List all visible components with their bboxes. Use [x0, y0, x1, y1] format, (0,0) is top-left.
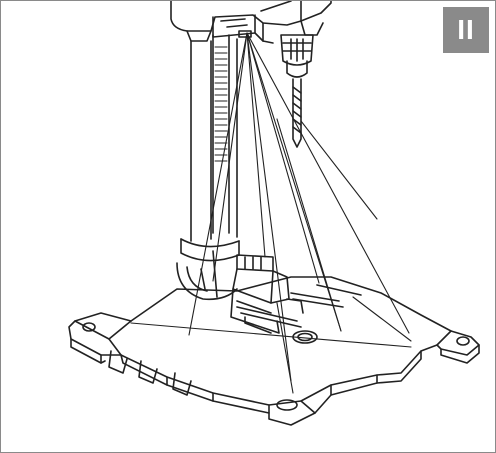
- drill-bit: [292, 78, 302, 148]
- guide-block: [230, 254, 290, 334]
- step-badge: II: [443, 7, 489, 53]
- drill-chuck: [280, 34, 314, 78]
- step-label: II: [457, 14, 475, 45]
- column: [190, 34, 238, 242]
- column-rack: [214, 46, 228, 162]
- drill-clamp-housing: [170, 1, 332, 44]
- base-plate: [68, 276, 480, 426]
- alignment-lines: [130, 32, 412, 394]
